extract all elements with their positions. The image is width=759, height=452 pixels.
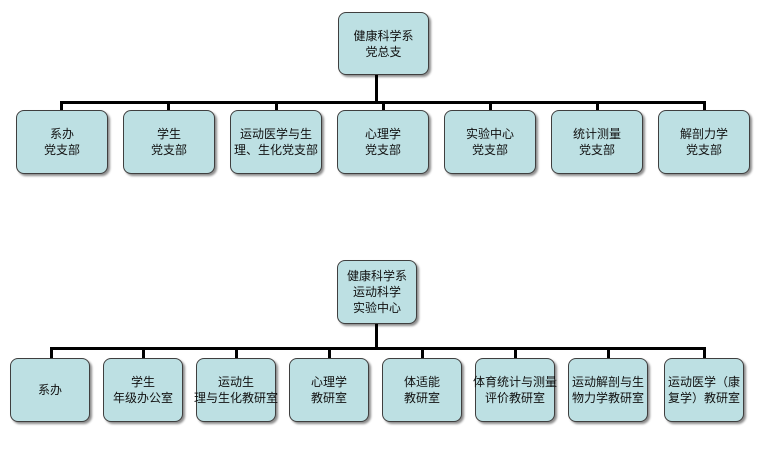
chart1-child-node: 心理学 党支部 xyxy=(337,110,429,174)
chart1-child-label: 统计测量 党支部 xyxy=(572,127,621,157)
chart1-child-label: 解剖力学 党支部 xyxy=(679,127,728,157)
connector-line xyxy=(421,347,424,358)
chart2-child-node: 体育统计与测量 评价教研室 xyxy=(472,358,557,422)
chart1-child-node: 运动医学与生 理、生化党支部 xyxy=(230,110,322,174)
chart2-child-node: 体适能 教研室 xyxy=(382,358,462,422)
chart1-child-label: 运动医学与生 理、生化党支部 xyxy=(233,127,318,157)
chart2-child-node: 心理学 教研室 xyxy=(289,358,369,422)
chart1-root-label: 健康科学系 党总支 xyxy=(353,28,414,59)
chart2-child-label: 体适能 教研室 xyxy=(403,375,440,405)
connector-line xyxy=(375,324,378,348)
chart2-child-label: 运动医学（康 复学）教研室 xyxy=(667,375,740,405)
connector-line xyxy=(328,347,331,358)
chart2-child-label: 运动解剖与生 物力学教研室 xyxy=(571,375,644,405)
chart1-child-label: 学生 党支部 xyxy=(150,127,187,157)
connector-line xyxy=(596,101,599,110)
connector-line xyxy=(50,347,706,350)
chart2-child-node: 运动解剖与生 物力学教研室 xyxy=(568,358,648,422)
connector-line xyxy=(703,101,706,110)
chart2-root-node: 健康科学系 运动科学 实验中心 xyxy=(337,260,417,324)
connector-line xyxy=(142,347,145,358)
connector-line xyxy=(514,347,517,358)
chart1-child-label: 心理学 党支部 xyxy=(364,127,401,157)
chart1-root-node: 健康科学系 党总支 xyxy=(338,12,429,75)
chart1-child-node: 系办 党支部 xyxy=(16,110,108,174)
connector-line xyxy=(382,101,385,110)
chart2-root-label: 健康科学系 运动科学 实验中心 xyxy=(346,269,407,315)
connector-line xyxy=(489,101,492,110)
chart2-child-label: 学生 年级办公室 xyxy=(112,375,173,405)
chart1-child-label: 实验中心 党支部 xyxy=(465,127,514,157)
chart2-child-label: 心理学 教研室 xyxy=(310,375,347,405)
chart1-child-label: 系办 党支部 xyxy=(43,127,80,157)
connector-line xyxy=(167,101,170,110)
chart2-child-node: 学生 年级办公室 xyxy=(103,358,183,422)
connector-line xyxy=(703,347,706,358)
connector-line xyxy=(235,347,238,358)
chart1-child-node: 学生 党支部 xyxy=(123,110,215,174)
chart1-child-node: 统计测量 党支部 xyxy=(551,110,643,174)
chart2-child-label: 系办 xyxy=(37,383,62,397)
chart2-child-label: 体育统计与测量 评价教研室 xyxy=(472,375,557,405)
chart2-child-node: 运动生 理与生化教研室 xyxy=(193,358,278,422)
chart2-child-node: 运动医学（康 复学）教研室 xyxy=(664,358,744,422)
chart1-child-node: 实验中心 党支部 xyxy=(444,110,536,174)
connector-line xyxy=(607,347,610,358)
chart2-child-label: 运动生 理与生化教研室 xyxy=(193,375,278,405)
chart2-child-node: 系办 xyxy=(10,358,90,422)
connector-line xyxy=(50,347,53,358)
connector-line xyxy=(275,101,278,110)
connector-line xyxy=(60,101,63,110)
connector-line xyxy=(375,75,378,102)
chart1-child-node: 解剖力学 党支部 xyxy=(658,110,750,174)
